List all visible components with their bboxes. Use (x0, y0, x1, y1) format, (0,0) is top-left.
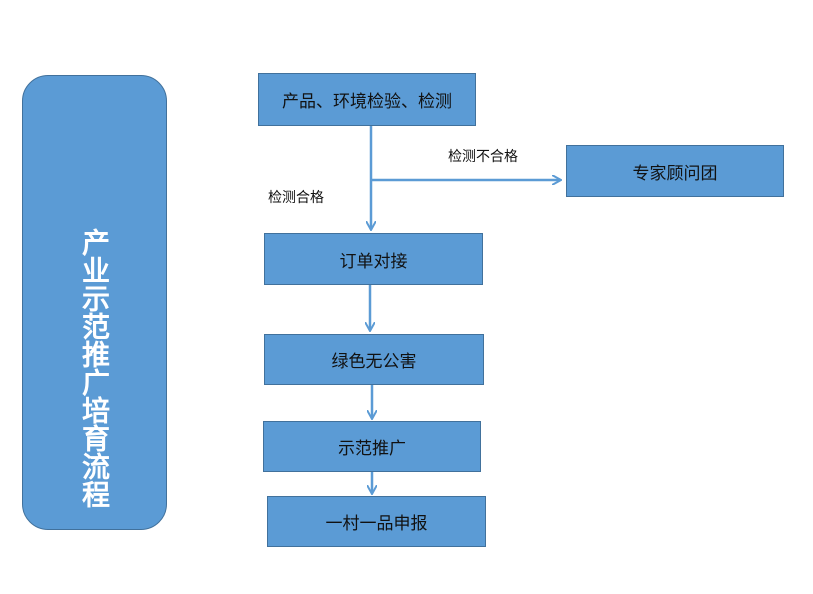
label-test-failed: 检测不合格 (448, 149, 518, 165)
inspection-box: 产品、环境检验、检测 (258, 73, 476, 126)
green-pollution-free-box: 绿色无公害 (264, 334, 484, 385)
expert-panel-box: 专家顾问团 (566, 145, 784, 197)
order-matching-box: 订单对接 (264, 233, 483, 285)
one-village-one-product-box: 一村一品申报 (267, 496, 486, 547)
label-test-passed: 检测合格 (268, 190, 324, 206)
diagram-title: 产业示范推广培育流程 (78, 228, 111, 508)
title-panel: 产业示范推广培育流程 (22, 75, 167, 530)
demo-promotion-box: 示范推广 (263, 421, 481, 472)
